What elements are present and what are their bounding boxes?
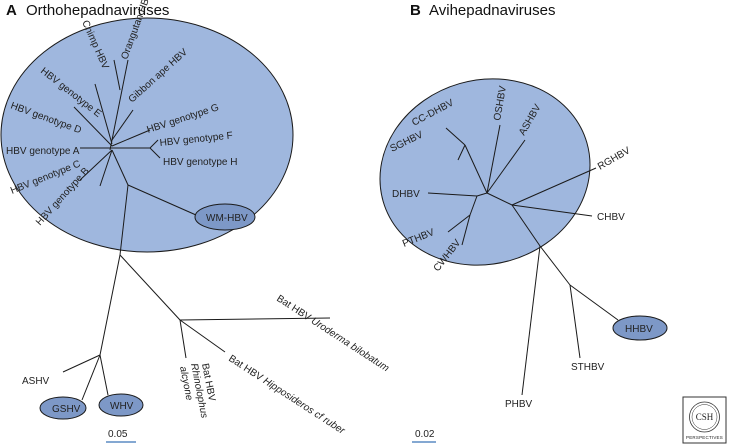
label-gshv: GSHV	[52, 404, 81, 415]
label-phbv: PHBV	[505, 399, 533, 410]
logo-text: CSH	[696, 412, 714, 422]
ortho-outer-branches	[62, 254, 331, 401]
label-dhbv: DHBV	[392, 189, 420, 200]
label-bat-hbv-hipposideros: Bat HBV Hipposideros cf ruber	[226, 353, 347, 437]
panel-a-title: Orthohepadnaviruses	[26, 2, 169, 19]
gshv-oval	[39, 396, 87, 420]
label-hbv-genotype-h: HBV genotype H	[163, 157, 238, 168]
label-whv: WHV	[110, 401, 134, 412]
scale-bar-b-label: 0.02	[415, 429, 435, 440]
logo-subtitle: PERSPECTIVES	[686, 435, 723, 440]
whv-oval	[98, 393, 144, 417]
label-chbv: CHBV	[597, 212, 625, 223]
wm-hbv-oval	[194, 203, 256, 231]
label-hbv-genotype-a: HBV genotype A	[6, 146, 80, 157]
label-bat-hbv-uroderma: Bat HBV Uroderma bilobatum	[274, 293, 390, 374]
panel-b-letter: B	[410, 2, 421, 19]
label-wm-hbv: WM-HBV	[206, 213, 248, 224]
panel-b: B Avihepadnaviruses CC-DHBV OSHBV ASHBV	[379, 2, 668, 443]
csh-perspectives-logo: CSH PERSPECTIVES	[682, 396, 727, 444]
ortho-cluster-branches	[73, 59, 197, 256]
orthohepadnavirus-cluster	[0, 17, 294, 253]
avihepadnavirus-cluster	[379, 78, 591, 266]
avi-branches	[427, 124, 619, 396]
hhbv-oval	[612, 315, 668, 341]
label-ashv: ASHV	[22, 376, 50, 387]
scale-bar-a-label: 0.05	[108, 429, 128, 440]
panel-a-letter: A	[6, 2, 17, 19]
label-sthbv: STHBV	[571, 362, 605, 373]
panel-b-title: Avihepadnaviruses	[429, 2, 555, 19]
label-hhbv: HHBV	[625, 324, 653, 335]
panel-a: A Orthohepadnaviruses	[0, 0, 391, 443]
label-rghbv: RGHBV	[596, 145, 633, 172]
